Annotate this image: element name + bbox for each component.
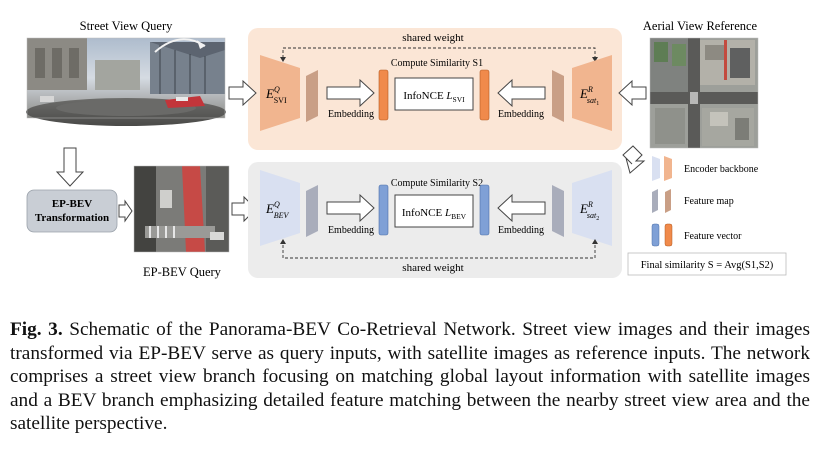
top-infonce-box bbox=[394, 77, 474, 111]
network-schematic: Street View Query Aerial View Reference bbox=[26, 19, 787, 279]
ep-bev-transformation-box bbox=[26, 189, 118, 233]
top-right-embedding-label: Embedding bbox=[498, 109, 544, 120]
ep-bev-query-label: EP-BEV Query bbox=[143, 265, 222, 279]
legend-feature-map: Feature map bbox=[684, 196, 734, 207]
legend-encoder-blue bbox=[652, 156, 660, 181]
legend-vector-orange bbox=[664, 223, 673, 247]
aerial-to-encoder-arrow bbox=[618, 79, 647, 107]
top-left-embedding-label: Embedding bbox=[328, 109, 374, 120]
bottom-infonce-label: InfoNCE LBEV bbox=[402, 207, 467, 221]
bottom-reference-feature-vector bbox=[479, 184, 490, 236]
top-reference-feature-vector bbox=[479, 69, 490, 121]
bottom-right-embedding-arrow bbox=[497, 193, 546, 223]
ep-bev-query-image bbox=[133, 165, 230, 253]
panorama-to-encoder-arrow bbox=[228, 79, 257, 107]
legend: Encoder backbone Feature map Feature vec… bbox=[627, 156, 787, 276]
top-infonce-label: InfoNCE LSVI bbox=[403, 90, 465, 104]
aerial-to-bottom-branch-arrow bbox=[622, 145, 646, 174]
top-reference-feature-map bbox=[552, 70, 564, 122]
bottom-shared-weight-label: shared weight bbox=[402, 262, 463, 274]
top-right-embedding-arrow bbox=[497, 78, 546, 108]
top-query-feature-map bbox=[306, 70, 318, 122]
legend-vector-blue bbox=[651, 223, 660, 247]
top-reference-encoder-shape bbox=[572, 55, 612, 131]
legend-fmap-orange bbox=[665, 189, 671, 213]
street-view-query-label: Street View Query bbox=[80, 19, 173, 33]
bottom-query-encoder-shape bbox=[260, 170, 300, 246]
bottom-left-embedding-label: Embedding bbox=[328, 225, 374, 236]
top-left-embedding-arrow bbox=[326, 78, 375, 108]
street-view-panorama-image bbox=[26, 37, 226, 126]
top-query-feature-vector bbox=[378, 69, 389, 121]
ep-bev-transformation-line1: EP-BEV bbox=[52, 198, 92, 210]
caption-text: Schematic of the Panorama-BEV Co-Retriev… bbox=[10, 319, 810, 434]
bottom-query-feature-map bbox=[306, 185, 318, 237]
bottom-right-embedding-label: Embedding bbox=[498, 225, 544, 236]
bottom-query-feature-vector bbox=[378, 184, 389, 236]
bottom-infonce-box bbox=[394, 194, 474, 228]
bottom-left-embedding-arrow bbox=[326, 193, 375, 223]
top-compute-similarity-label: Compute Similarity S1 bbox=[391, 58, 483, 69]
transformation-to-bev-arrow bbox=[118, 199, 133, 223]
figure-caption: Fig. 3. Schematic of the Panorama-BEV Co… bbox=[10, 318, 810, 436]
legend-fmap-blue bbox=[652, 189, 658, 213]
caption-label: Fig. 3. bbox=[10, 319, 63, 340]
panorama-to-transformation-arrow bbox=[55, 147, 85, 187]
aerial-view-image bbox=[649, 37, 759, 149]
bottom-compute-similarity-label: Compute Similarity S2 bbox=[391, 178, 483, 189]
bottom-reference-feature-map bbox=[552, 185, 564, 237]
legend-feature-vector: Feature vector bbox=[684, 231, 742, 242]
aerial-view-reference-label: Aerial View Reference bbox=[643, 19, 758, 33]
ep-bev-transformation-line2: Transformation bbox=[35, 212, 109, 224]
legend-encoder-orange bbox=[664, 156, 672, 181]
final-similarity-box bbox=[627, 252, 787, 276]
legend-encoder-backbone: Encoder backbone bbox=[684, 164, 759, 175]
top-query-encoder-shape bbox=[260, 55, 300, 131]
bottom-reference-encoder-shape bbox=[572, 170, 612, 246]
top-shared-weight-label: shared weight bbox=[402, 32, 463, 44]
final-similarity-label: Final similarity S = Avg(S1,S2) bbox=[641, 260, 774, 271]
